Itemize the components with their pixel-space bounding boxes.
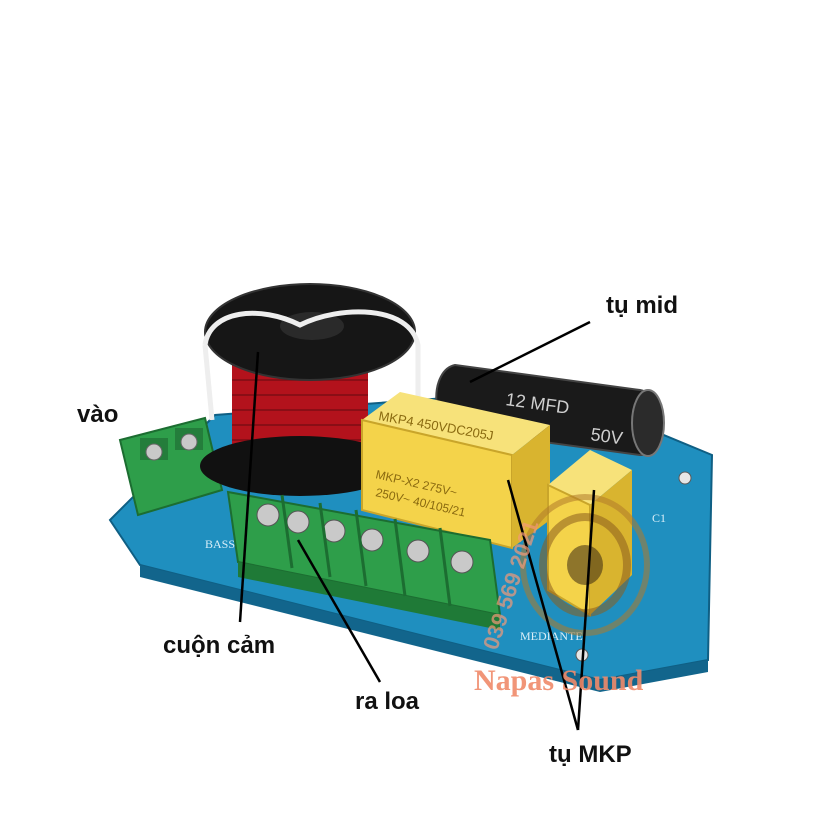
label-input: vào bbox=[77, 401, 119, 428]
watermark-brand: Napas Sound bbox=[474, 664, 644, 697]
mounting-hole bbox=[678, 471, 692, 485]
label-mid-capacitor: tụ mid bbox=[606, 292, 678, 319]
input-terminal-block bbox=[118, 416, 224, 517]
pcb-board-edge bbox=[140, 565, 708, 692]
label-speaker-out: ra loa bbox=[355, 688, 420, 715]
label-inductor: cuộn cảm bbox=[163, 632, 276, 659]
board-silkscreen: C1 bbox=[652, 511, 666, 525]
output-terminal-row bbox=[226, 490, 502, 630]
label-mkp-capacitor: tụ MKP bbox=[549, 741, 632, 768]
electrolytic-voltage-text: 50V bbox=[589, 424, 624, 448]
callout-lines bbox=[238, 320, 596, 731]
board-silkscreen: BASS bbox=[205, 537, 235, 551]
mkp-capacitor-large: MKP4 450VDC205J MKP-X2 275V~ 250V~ 40/10… bbox=[361, 392, 550, 550]
